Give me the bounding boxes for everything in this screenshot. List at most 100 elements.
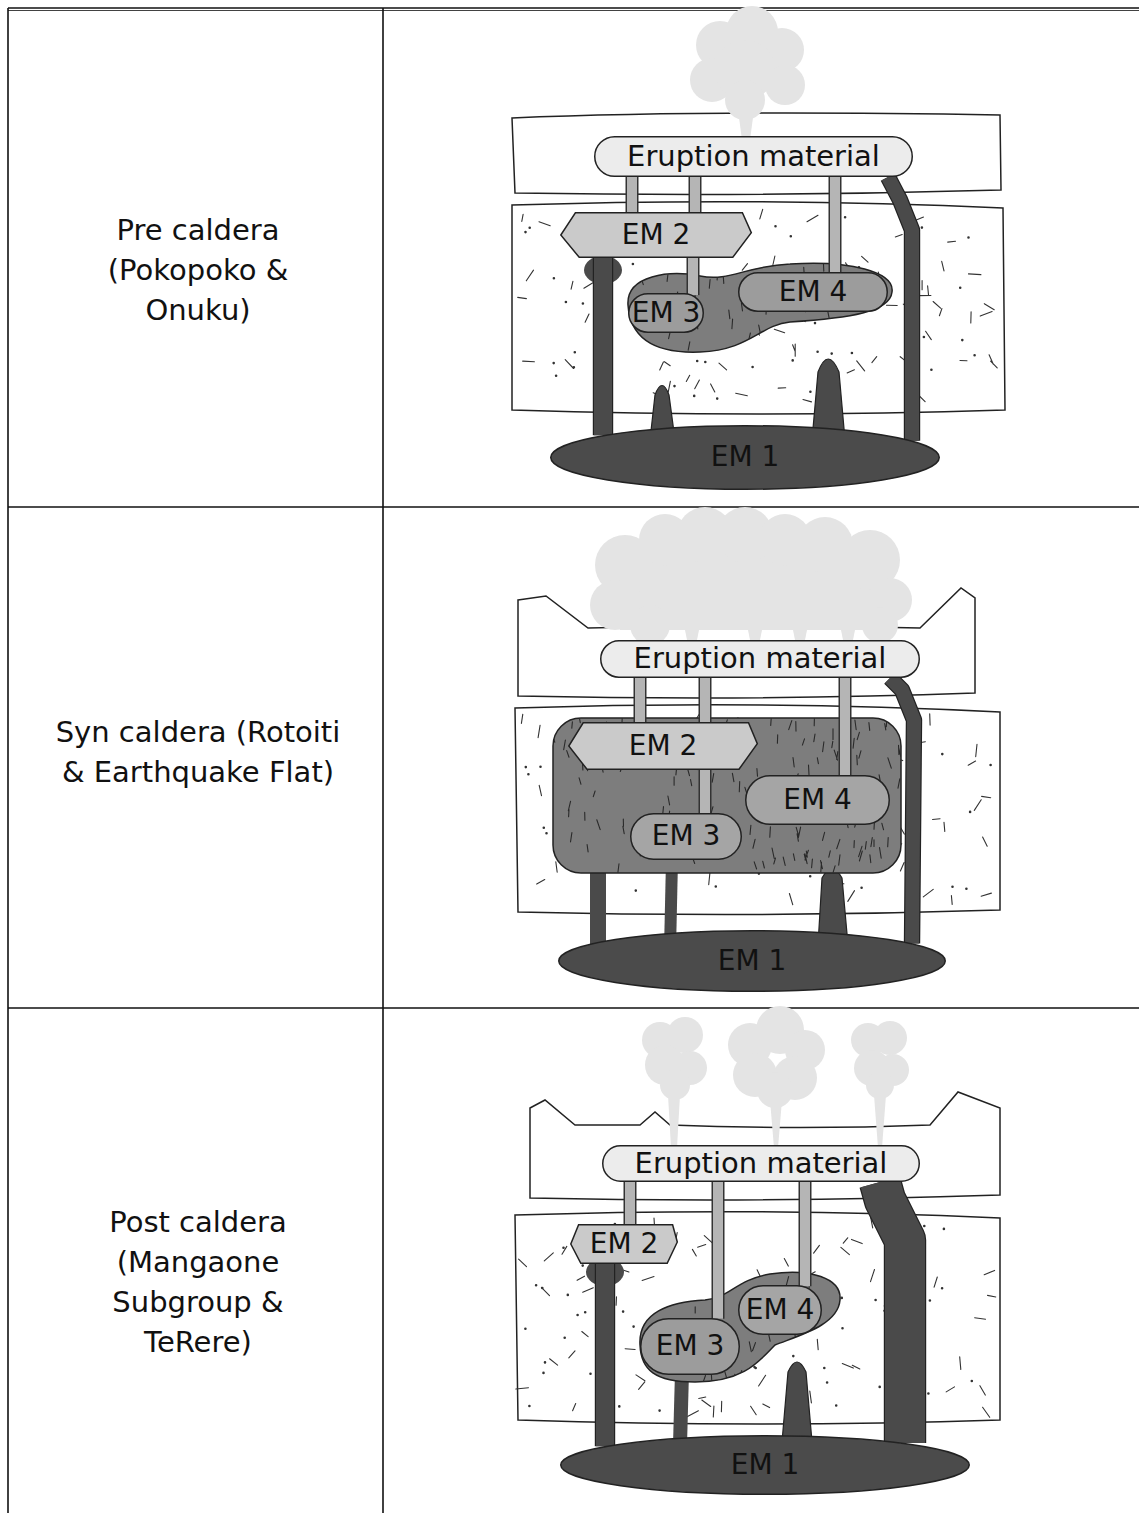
table-rule (8, 10, 1139, 11)
post-caldera-scene (515, 1006, 1000, 1445)
dike-connector (605, 1264, 606, 1446)
node-label: EM 4 (746, 1295, 815, 1326)
syn-caldera-scene (515, 507, 1000, 955)
conduit-connector (705, 770, 706, 813)
conduit-connector (845, 678, 846, 775)
conduit-connector (695, 177, 696, 212)
row-heading: Syn caldera (Rotoiti & Earthquake Flat) (53, 642, 343, 862)
node-label: EM 2 (590, 1229, 659, 1260)
connector-fill (888, 177, 912, 441)
row-heading: Post caldera (Mangaone Subgroup & TeRere… (83, 1172, 313, 1392)
connector-fill (713, 1182, 723, 1319)
eruption-cloud (590, 507, 912, 645)
connector-outline (624, 1182, 637, 1224)
node-shape (739, 1286, 822, 1335)
node-label: EM 4 (779, 277, 848, 308)
node-label: Eruption material (627, 141, 880, 173)
eruption-cloud (690, 6, 805, 140)
table-rule (7, 8, 9, 1513)
node-label: Eruption material (635, 1148, 888, 1180)
node-shape (561, 1436, 970, 1495)
node-shape (629, 294, 704, 333)
dike-connector (890, 678, 914, 944)
node-shape (641, 1319, 740, 1375)
mush-texture (625, 261, 893, 358)
surface-layer (512, 113, 1001, 194)
connector-outline (888, 177, 912, 441)
mush-body (640, 1272, 840, 1382)
magma-body: EM 4 (745, 775, 890, 825)
node-label: EM 1 (711, 442, 780, 473)
eruption-material-pill: Eruption material (600, 640, 920, 678)
connector-outline (689, 177, 702, 212)
node-shape (739, 273, 888, 312)
table-rule (382, 8, 384, 1513)
connector-outline (595, 1264, 615, 1446)
texture-dashes (637, 1275, 844, 1383)
connector-fill (830, 177, 840, 272)
magma-body: EM 3 (628, 293, 704, 333)
connector-fill (890, 678, 914, 944)
row-heading: Pre caldera (Pokopoko & Onuku) (83, 160, 313, 380)
connector-outline (890, 678, 914, 944)
crust-layer (515, 1212, 1000, 1424)
magma-body: EM 2 (570, 1224, 678, 1264)
mush-texture (637, 1275, 844, 1383)
surface-layer (530, 1092, 1000, 1200)
node-label: EM 3 (656, 1331, 725, 1362)
connector-outline (829, 177, 842, 272)
connector-outline (839, 678, 852, 775)
dike-connector (603, 258, 604, 435)
node-label: EM 2 (622, 220, 691, 251)
connector-fill (690, 177, 700, 212)
dike-intrusion (782, 1362, 812, 1442)
dike-intrusion (680, 1372, 682, 1445)
connector-fill (840, 678, 850, 775)
magma-source: EM 1 (550, 425, 940, 490)
pre-caldera-scene (512, 6, 1005, 440)
connector-fill (635, 678, 645, 722)
node-shape (551, 426, 940, 490)
node-shape (569, 723, 758, 770)
table-grid (8, 8, 1139, 1513)
connector-fill (800, 1182, 810, 1286)
table-rule (8, 1007, 1139, 1009)
node-shape (595, 137, 913, 177)
connector-fill (688, 258, 698, 295)
conduit-connector (630, 1182, 631, 1224)
dike-connector (888, 177, 912, 441)
connector-fill (596, 1264, 614, 1446)
magma-body: EM 3 (630, 813, 742, 860)
connector-outline (626, 177, 639, 212)
node-shape (571, 1225, 678, 1264)
connector-outline (880, 1182, 905, 1443)
eruption-cloud (642, 1006, 909, 1148)
connector-fill (625, 1182, 635, 1224)
node-shape (603, 1146, 920, 1182)
magma-source: EM 1 (558, 930, 946, 992)
node-label: EM 1 (731, 1450, 800, 1481)
node-label: Eruption material (634, 643, 887, 675)
conduit-connector (632, 177, 633, 212)
node-label: EM 2 (629, 731, 698, 762)
magma-body: EM 2 (560, 212, 752, 258)
node-label: EM 1 (718, 946, 787, 977)
texture-dashes (625, 261, 893, 358)
crust-texture (518, 209, 998, 402)
texture-dashes (518, 209, 998, 402)
magma-source: EM 1 (560, 1435, 970, 1495)
node-label: EM 4 (783, 785, 852, 816)
connector-fill (594, 258, 612, 435)
table-rule (8, 506, 1139, 508)
connector-outline (699, 678, 712, 722)
connector-fill (700, 770, 710, 813)
conduit-connector (693, 258, 694, 295)
magma-body: EM 4 (738, 1285, 822, 1335)
connector-fill (627, 177, 637, 212)
eruption-material-pill: Eruption material (602, 1145, 920, 1182)
conduit-connector (805, 1182, 806, 1286)
node-label: EM 3 (652, 821, 721, 852)
eruption-material-pill: Eruption material (594, 136, 913, 177)
node-label: EM 3 (632, 298, 701, 329)
